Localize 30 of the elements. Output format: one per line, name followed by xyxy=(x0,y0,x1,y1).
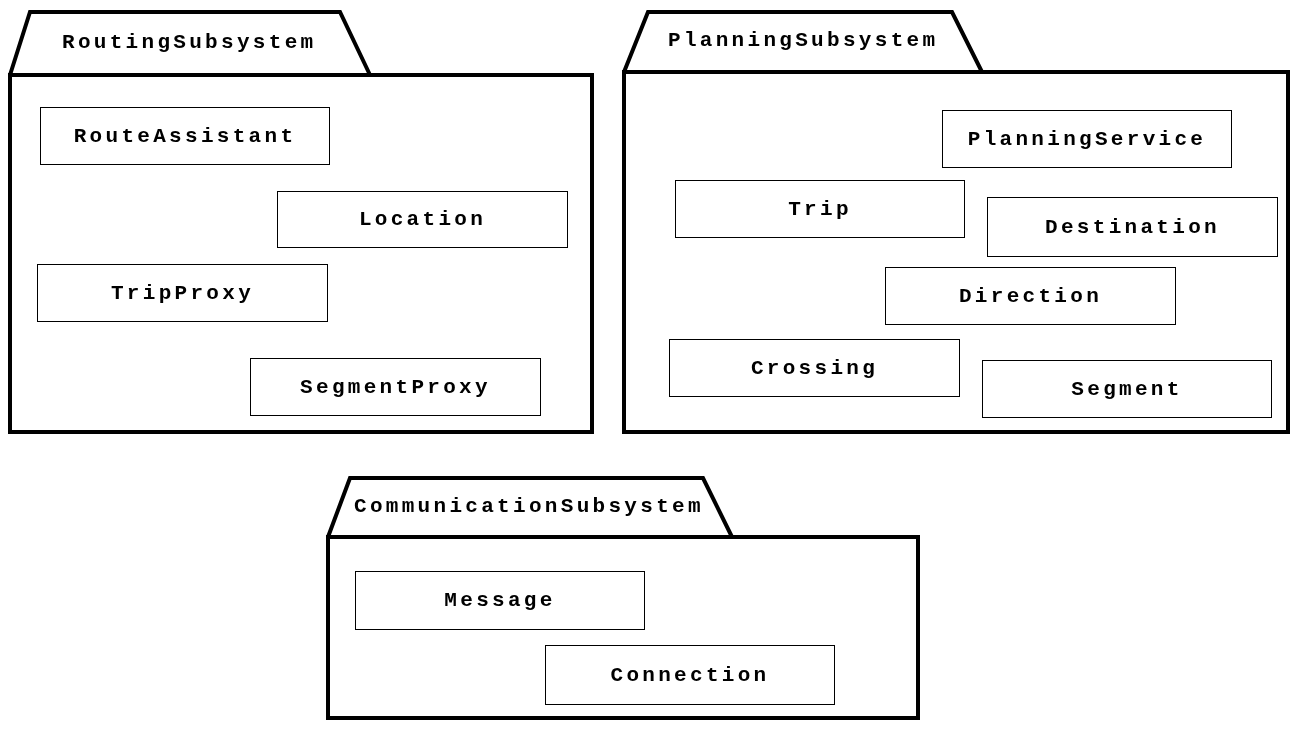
class-box xyxy=(942,110,1232,168)
class-box xyxy=(982,360,1272,418)
class-box xyxy=(675,180,965,238)
class-box xyxy=(37,264,328,322)
package-folder xyxy=(624,12,1288,432)
class-box xyxy=(669,339,960,397)
class-name: SegmentProxy xyxy=(300,375,491,399)
package-name: PlanningSubsystem xyxy=(668,29,939,52)
class-box xyxy=(545,645,835,705)
class-box xyxy=(885,267,1176,325)
class-box xyxy=(355,571,645,630)
class-name: PlanningService xyxy=(967,127,1207,151)
class-name: Trip xyxy=(788,197,852,221)
package-folder xyxy=(10,12,592,432)
class-name: TripProxy xyxy=(110,281,255,305)
class-box xyxy=(250,358,541,416)
package-folder xyxy=(328,478,918,718)
class-name: Destination xyxy=(1045,215,1220,239)
class-name: RouteAssistant xyxy=(73,124,297,148)
class-box xyxy=(40,107,330,165)
class-name: Connection xyxy=(610,663,770,687)
class-name: Message xyxy=(444,589,556,612)
class-name: Location xyxy=(358,208,487,231)
package-name: RoutingSubsystem xyxy=(62,30,317,54)
class-name: Direction xyxy=(958,284,1103,308)
package-name: CommunicationSubsystem xyxy=(354,494,704,518)
class-box xyxy=(987,197,1278,257)
class-name: Crossing xyxy=(750,356,879,380)
class-name: Segment xyxy=(1071,377,1183,401)
class-box xyxy=(277,191,568,248)
